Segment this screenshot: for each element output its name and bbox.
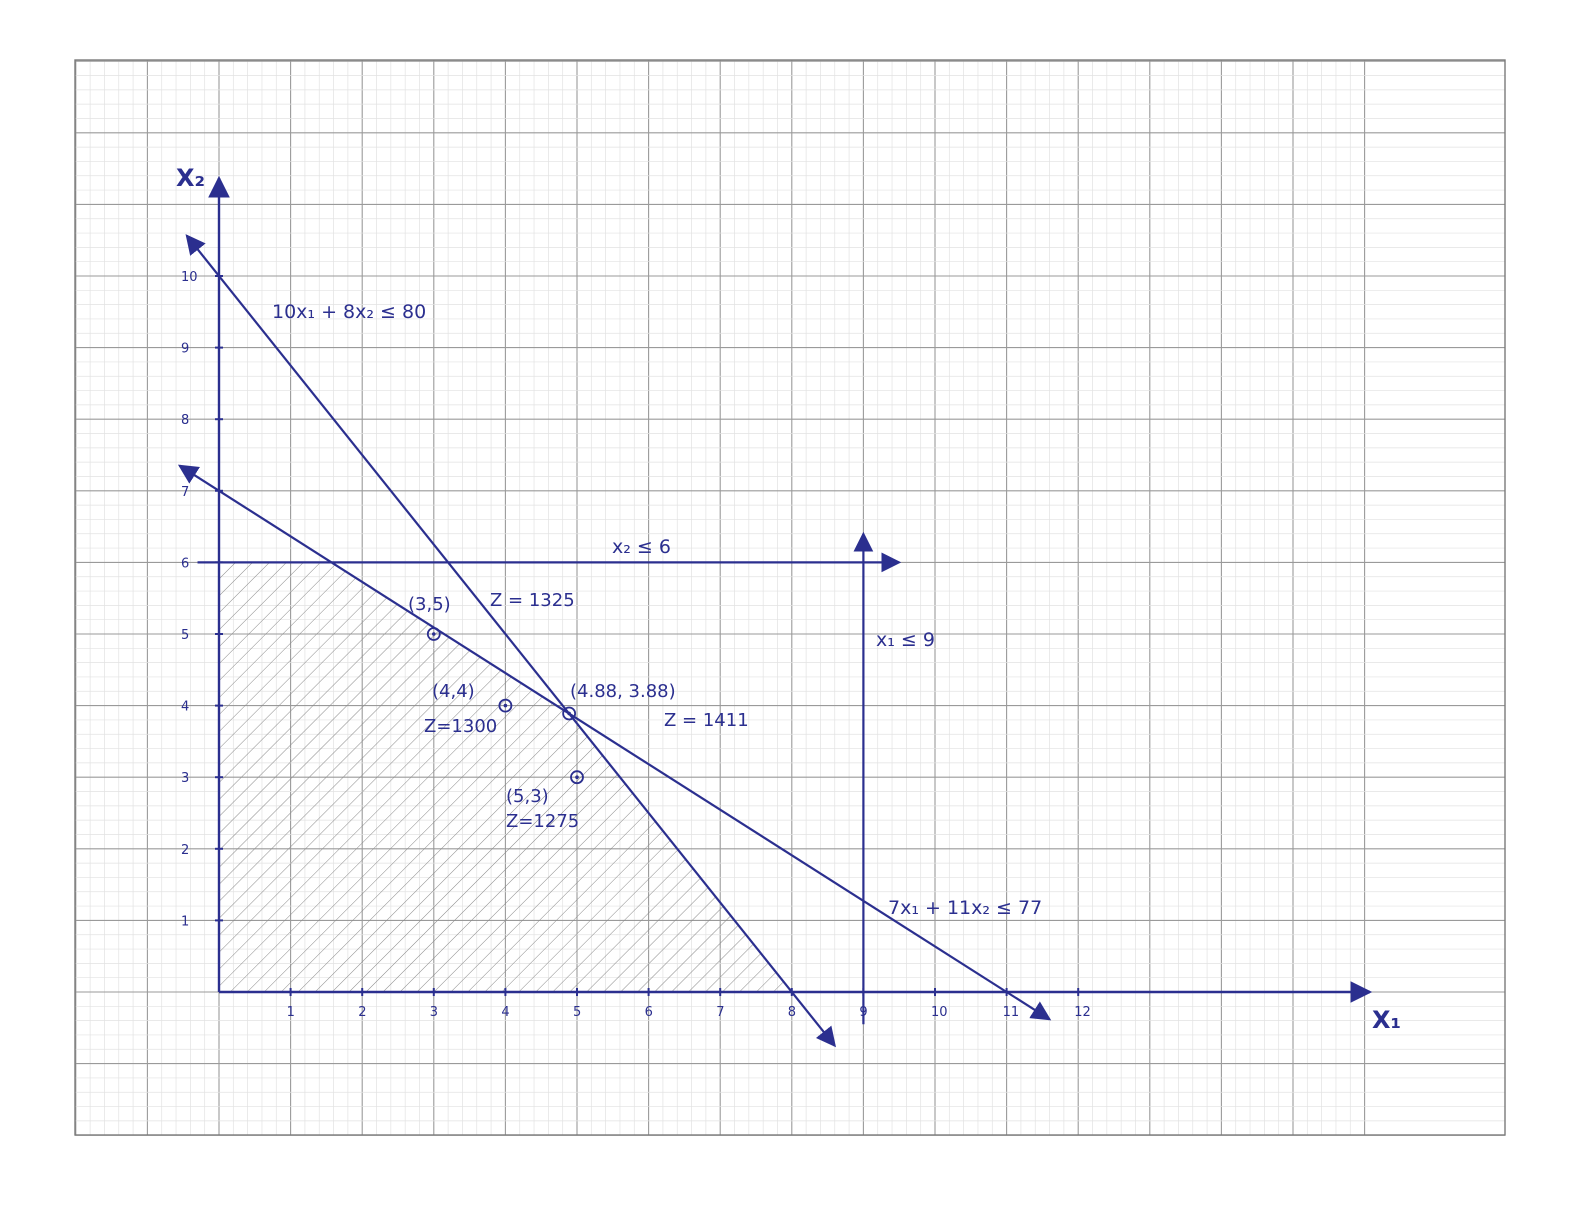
constraint-label-3: x₂ ≤ 6: [612, 536, 671, 558]
z-label-optimum: Z = 1411: [664, 710, 749, 731]
x-axis-label: X₁: [1372, 1006, 1401, 1034]
candidate-point: [562, 706, 577, 721]
x-tick-label: 6: [645, 1005, 653, 1020]
y-tick-label: 7: [181, 485, 189, 500]
point-label-3-5: (3,5): [408, 594, 451, 615]
point-label-5-3: (5,3): [506, 786, 549, 807]
x-tick-label: 11: [1003, 1005, 1020, 1020]
y-axis-label: X₂: [176, 164, 205, 192]
x-tick-label: 12: [1074, 1005, 1091, 1020]
x-tick-label: 9: [859, 1005, 867, 1020]
z-label-3-5: Z = 1325: [490, 590, 575, 611]
candidate-point-center: [575, 775, 579, 779]
point-label-optimum: (4.88, 3.88): [570, 681, 676, 702]
y-tick-label: 3: [181, 771, 189, 786]
x-tick-label: 10: [931, 1005, 948, 1020]
y-tick-label: 10: [181, 270, 198, 285]
y-tick-label: 6: [181, 556, 189, 571]
candidate-point: [498, 698, 513, 713]
constraint-label-4: x₁ ≤ 9: [876, 629, 935, 651]
point-label-4-4: (4,4): [432, 681, 475, 702]
candidate-point: [570, 770, 584, 785]
constraint-label-1: 10x₁ + 8x₂ ≤ 80: [272, 301, 426, 323]
candidate-point-center: [503, 703, 508, 708]
y-tick-label: 1: [181, 914, 189, 929]
z-label-5-3: Z=1275: [506, 811, 579, 832]
y-tick-label: 5: [181, 628, 189, 643]
grid-border: [74, 59, 1506, 1136]
y-tick-label: 8: [181, 413, 189, 428]
x-tick-label: 3: [430, 1005, 438, 1020]
y-tick-label: 9: [181, 342, 189, 357]
z-label-4-4: Z=1300: [424, 716, 497, 737]
y-tick-label: 4: [181, 700, 189, 715]
constraint-lines: [177, 234, 1052, 1048]
constraint-line-2: [177, 464, 1052, 1021]
constraint-label-2: 7x₁ + 11x₂ ≤ 77: [888, 897, 1042, 919]
x-tick-label: 4: [501, 1005, 509, 1020]
candidate-point: [426, 627, 441, 641]
x-tick-label: 5: [573, 1005, 581, 1020]
x-tick-label: 8: [788, 1005, 796, 1020]
x-tick-label: 1: [287, 1005, 295, 1020]
x-tick-label: 7: [716, 1005, 724, 1020]
y-tick-label: 2: [181, 843, 189, 858]
x-tick-label: 2: [358, 1005, 366, 1020]
candidate-point-center: [567, 711, 571, 716]
candidate-points: [426, 627, 584, 785]
candidate-point-center: [432, 632, 436, 636]
